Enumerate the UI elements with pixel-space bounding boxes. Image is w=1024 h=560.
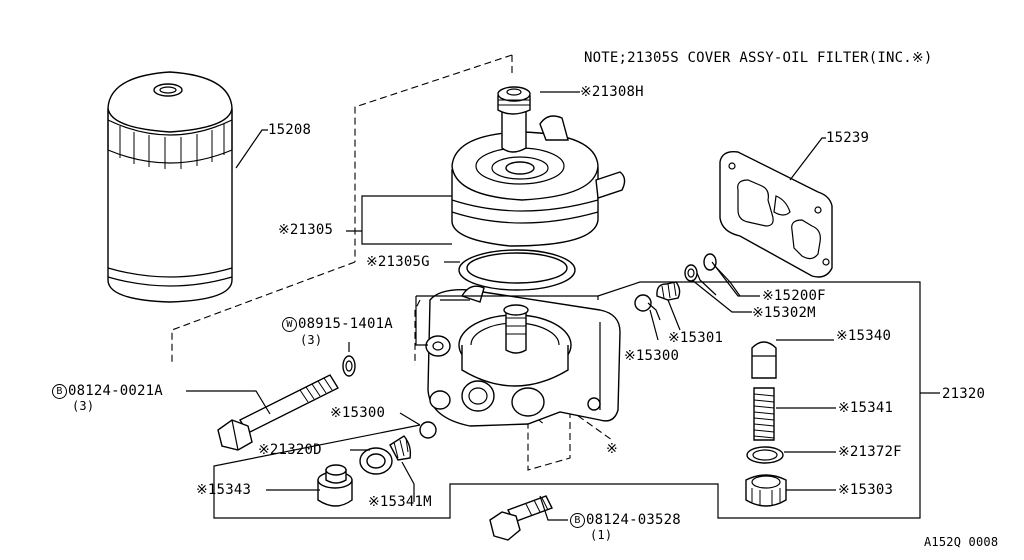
plug-15343 bbox=[317, 464, 353, 507]
washer-symbol-icon: W bbox=[282, 317, 297, 332]
part-label-15300-lower: ※15300 bbox=[330, 405, 386, 421]
bolt-symbol-icon: B bbox=[52, 384, 67, 399]
o-ring-21305g bbox=[458, 249, 576, 291]
part-label-15300-upper: ※15300 bbox=[624, 348, 680, 364]
part-label-21372f: ※21372F bbox=[838, 444, 902, 460]
part-label-15301: ※15301 bbox=[668, 330, 724, 346]
part-label-21305g: ※21305G bbox=[366, 254, 430, 270]
part-number-08124-0021a: 08124-0021A bbox=[68, 383, 163, 399]
part-label-15302m: ※15302M bbox=[752, 305, 816, 321]
bolt-08124-03528 bbox=[489, 495, 553, 541]
part-label-15341m: ※15341M bbox=[368, 494, 432, 510]
qty-08124-03528: (1) bbox=[590, 528, 613, 542]
part-label-21305: ※21305 bbox=[278, 222, 334, 238]
note-text: NOTE;21305S COVER ASSY-OIL FILTER(INC.※) bbox=[584, 50, 933, 66]
oil-cooler-21305 bbox=[451, 86, 626, 247]
part-number-08124-03528: 08124-03528 bbox=[586, 512, 681, 528]
part-label-15303: ※15303 bbox=[838, 482, 894, 498]
part-label-21320: 21320 bbox=[942, 386, 986, 402]
part-label-21308h: ※21308H bbox=[580, 84, 644, 100]
filter-bracket-21320 bbox=[425, 285, 621, 427]
figure-code: A152Q 0008 bbox=[924, 535, 999, 549]
washer-08915-1401a bbox=[342, 355, 356, 377]
bolt-symbol-icon: B bbox=[570, 513, 585, 528]
right-valve-stack bbox=[745, 341, 787, 507]
bolt-08124-0021a bbox=[217, 374, 339, 451]
leader-lines bbox=[186, 91, 940, 521]
part-label-15208: 15208 bbox=[268, 122, 312, 138]
part-number-08915: 08915-1401A bbox=[298, 316, 393, 332]
oil-filter-15208 bbox=[107, 71, 233, 303]
part-label-15341: ※15341 bbox=[838, 400, 894, 416]
part-label-15239: 15239 bbox=[826, 130, 870, 146]
qty-08915-1401a: (3) bbox=[300, 333, 323, 347]
part-label-15343: ※15343 bbox=[196, 482, 252, 498]
part-label-21320d: ※21320D bbox=[258, 442, 322, 458]
part-label-15200f: ※15200F bbox=[762, 288, 826, 304]
relief-valve-parts bbox=[359, 253, 741, 475]
asterisk-mark: ※ bbox=[606, 441, 618, 457]
gasket-15239 bbox=[719, 151, 833, 278]
qty-08124-0021a: (3) bbox=[72, 399, 95, 413]
part-label-15340: ※15340 bbox=[836, 328, 892, 344]
